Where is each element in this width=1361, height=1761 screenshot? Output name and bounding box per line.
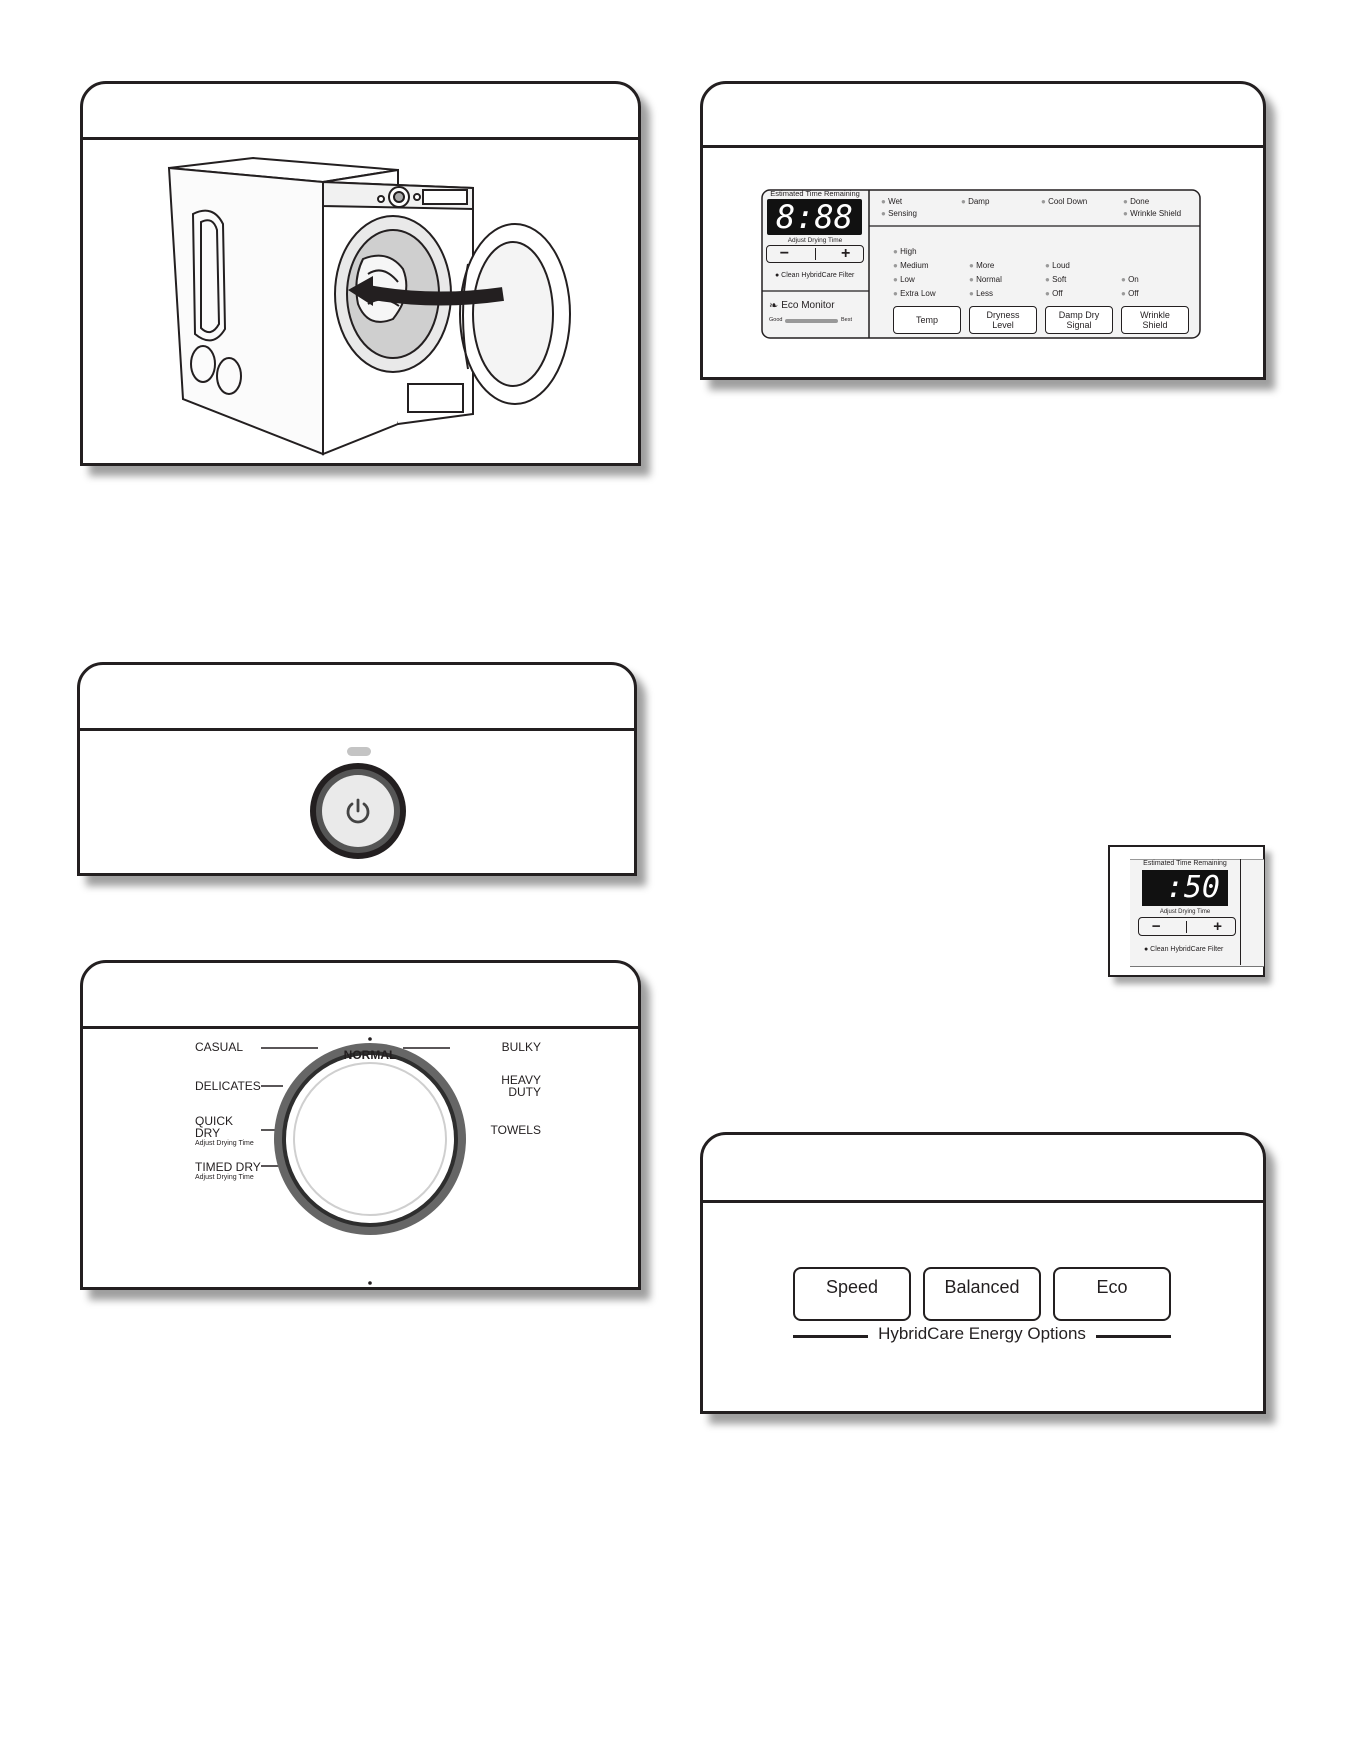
status-wet: ● Wet — [881, 197, 902, 206]
mini-filter-indicator: ● Clean HybridCare Filter — [1144, 946, 1224, 953]
option-low: ● Low — [893, 275, 915, 284]
status-wrinkle-shield: ● Wrinkle Shield — [1123, 209, 1181, 218]
speed-button[interactable]: Speed — [793, 1267, 911, 1321]
status-led: ● — [1123, 197, 1128, 206]
dryness-options: ● More ● Normal ● Less — [969, 259, 1002, 301]
eco-monitor: ❧ Eco Monitor — [769, 299, 835, 312]
status-led: ● — [961, 197, 966, 206]
option-medium: ● Medium — [893, 261, 929, 270]
cycle-timed-dry-label: TIMED DRY — [195, 1160, 261, 1174]
option-high: ● High — [893, 247, 917, 256]
option-less: ● Less — [969, 289, 993, 298]
option-off: ● Off — [1121, 289, 1139, 298]
status-damp-label: Damp — [968, 197, 990, 206]
cycle-delicates-label: DELICATES — [195, 1079, 261, 1093]
minus-button[interactable]: − — [1151, 918, 1161, 935]
status-sensing-label: Sensing — [888, 209, 917, 218]
power-button-face — [322, 775, 394, 847]
wrinkle-options: ● On ● Off — [1121, 273, 1139, 301]
time-display: 8:88 — [767, 199, 862, 235]
timed-dry-sub: Adjust Drying Time — [195, 1174, 254, 1181]
status-wrinkle-shield-label: Wrinkle Shield — [1130, 209, 1182, 218]
power-indicator-light — [347, 747, 371, 756]
energy-label-line-right — [1096, 1335, 1171, 1338]
panel-mini-display: Estimated Time Remaining :50 Adjust Dryi… — [1108, 845, 1265, 977]
cycle-quick-dry-label: QUICK DRY — [195, 1114, 234, 1140]
status-led: ● — [881, 197, 886, 206]
option-normal: ● Normal — [969, 275, 1002, 284]
panel-cycle-dial: NORMAL CASUAL DELICATES QUICK DRY Adjust… — [80, 960, 641, 1290]
cycle-bulky-label: BULKY — [501, 1040, 541, 1054]
status-led: ● — [881, 209, 886, 218]
panel-header — [703, 1135, 1263, 1203]
status-wet-label: Wet — [888, 197, 903, 206]
cycle-dial-graphic — [261, 1037, 466, 1285]
cycle-normal-label: NORMAL — [343, 1048, 397, 1062]
temp-options: ● High ● Medium ● Low ● Extra Low — [893, 245, 936, 301]
clean-filter-indicator: ● Clean HybridCare Filter — [775, 272, 855, 279]
cycle-towels-label: TOWELS — [490, 1123, 541, 1137]
mini-adjust-buttons[interactable]: − + — [1138, 917, 1236, 936]
leaf-icon: ❧ — [769, 300, 779, 312]
option-extra-low: ● Extra Low — [893, 289, 936, 298]
status-cool-down: ● Cool Down — [1041, 197, 1087, 206]
panel-power-button — [77, 662, 637, 876]
dryer-door-open-illustration — [167, 156, 571, 456]
status-damp: ● Damp — [961, 197, 989, 206]
panel-control-panel: Estimated Time Remaining 8:88 Adjust Dry… — [700, 81, 1266, 380]
plus-button[interactable]: + — [840, 245, 851, 262]
energy-label-line-left — [793, 1335, 868, 1338]
balanced-button[interactable]: Balanced — [923, 1267, 1041, 1321]
display-label: Estimated Time Remaining — [770, 189, 860, 198]
panel-energy-options: Speed Balanced Eco HybridCare Energy Opt… — [700, 1132, 1266, 1414]
eco-best-label: Best — [841, 317, 853, 323]
status-done-label: Done — [1130, 197, 1150, 206]
minus-button[interactable]: − — [779, 245, 790, 262]
status-sensing: ● Sensing — [881, 209, 917, 218]
adjust-time-buttons[interactable]: − + — [766, 245, 864, 263]
option-on: ● On — [1121, 275, 1139, 284]
mini-time-display: :50 — [1142, 870, 1228, 906]
cycle-casual-label: CASUAL — [195, 1040, 244, 1054]
mini-adjust-label: Adjust Drying Time — [1159, 909, 1211, 915]
option-loud: ● Loud — [1045, 261, 1070, 270]
panel-header — [80, 665, 634, 731]
dryness-level-button[interactable]: Dryness Level — [969, 306, 1037, 334]
panel-header — [83, 84, 638, 140]
panel-header — [703, 84, 1263, 148]
eco-monitor-label: Eco Monitor — [781, 300, 835, 311]
quick-dry-sub: Adjust Drying Time — [195, 1140, 254, 1147]
power-icon — [346, 798, 370, 824]
option-soft: ● Soft — [1045, 275, 1067, 284]
control-panel-graphic — [761, 189, 1201, 339]
eco-button[interactable]: Eco — [1053, 1267, 1171, 1321]
plus-button[interactable]: + — [1213, 918, 1223, 935]
divider — [1186, 920, 1188, 933]
signal-options: ● Loud ● Soft ● Off — [1045, 259, 1070, 301]
status-led: ● — [1041, 197, 1046, 206]
divider — [814, 248, 816, 260]
status-done: ● Done — [1123, 197, 1149, 206]
temp-button[interactable]: Temp — [893, 306, 961, 334]
option-more: ● More — [969, 261, 995, 270]
eco-meter-bar — [785, 319, 838, 323]
adjust-drying-label: Adjust Drying Time — [787, 237, 843, 244]
energy-options-label: HybridCare Energy Options — [878, 1324, 1086, 1343]
damp-dry-signal-button[interactable]: Damp Dry Signal — [1045, 306, 1113, 334]
status-led: ● — [1123, 209, 1128, 218]
status-cool-down-label: Cool Down — [1048, 197, 1088, 206]
option-off: ● Off — [1045, 289, 1063, 298]
mini-display-label: Estimated Time Remaining — [1143, 860, 1227, 867]
wrinkle-shield-button[interactable]: Wrinkle Shield — [1121, 306, 1189, 334]
mini-divider — [1240, 859, 1241, 965]
eco-good-label: Good — [769, 317, 783, 323]
cycle-heavy-duty-label: HEAVY DUTY — [501, 1073, 541, 1099]
panel-header — [83, 963, 638, 1029]
power-button[interactable] — [310, 763, 406, 859]
panel-dryer-illustration — [80, 81, 641, 466]
